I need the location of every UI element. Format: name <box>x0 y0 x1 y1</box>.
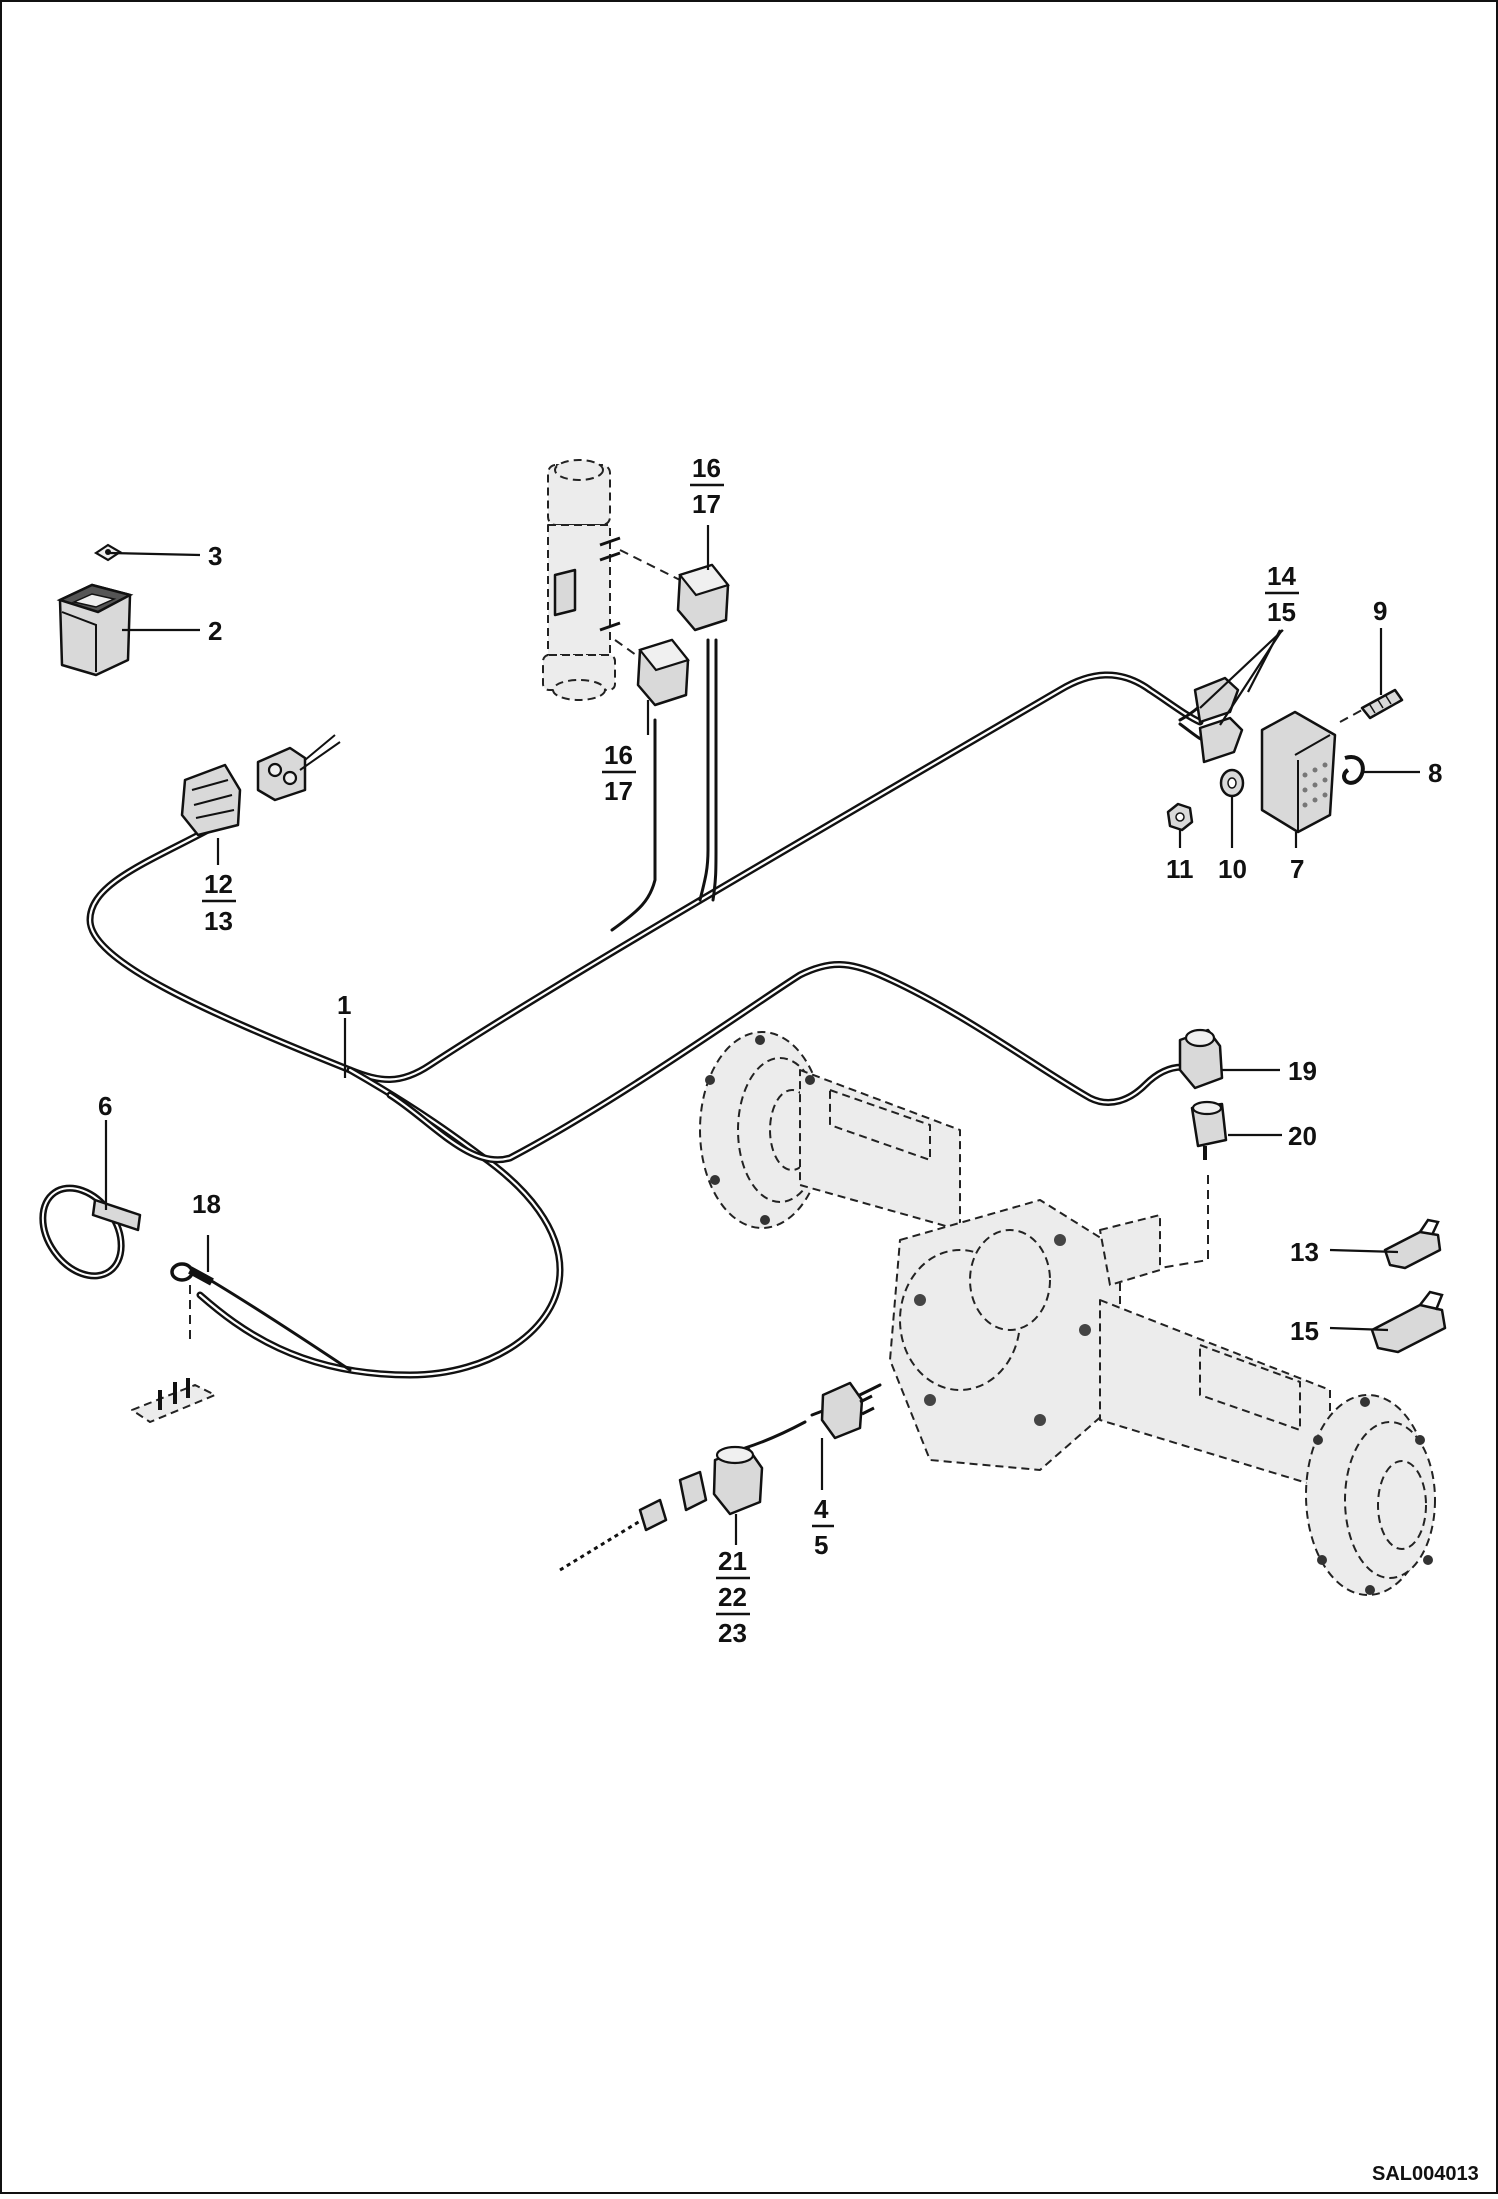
rocker-switch <box>56 583 134 677</box>
callout-8: 8 <box>1428 758 1442 788</box>
callout-10: 10 <box>1218 854 1247 884</box>
screw-part-9 <box>1339 688 1404 723</box>
callout-12: 12 <box>204 869 233 899</box>
harness-solenoid-branch-upper <box>698 638 710 902</box>
callout-14: 14 <box>1267 561 1296 591</box>
callout-16-top: 16 <box>692 453 721 483</box>
wire-to-part-18 <box>208 1278 352 1372</box>
nut-part-11 <box>1166 802 1194 832</box>
washer-part-10 <box>1219 768 1245 798</box>
left-axle-tube-plate <box>829 1089 931 1161</box>
callout-17-top: 17 <box>692 489 721 519</box>
harness-main-branch <box>86 671 1204 1083</box>
wiring-harness <box>86 638 1210 1572</box>
callout-20: 20 <box>1288 1121 1317 1151</box>
clip-part-13 <box>1383 1218 1442 1270</box>
callout-2: 2 <box>208 616 222 646</box>
callout-labels: 3 2 12 13 16 17 16 17 14 15 9 8 7 10 11 … <box>98 453 1479 2185</box>
input-flange <box>1099 1214 1161 1286</box>
right-axle-hub-center <box>1377 1460 1427 1550</box>
leader-lines <box>104 525 1420 1545</box>
callout-15: 15 <box>1290 1316 1319 1346</box>
speed-sensor-4-5 <box>820 1381 875 1440</box>
callout-16-bottom: 16 <box>604 740 633 770</box>
callout-7: 7 <box>1290 854 1304 884</box>
probe-wire <box>559 1513 651 1572</box>
right-axle-tube-plate <box>1199 1344 1301 1431</box>
callout-21: 21 <box>718 1546 747 1576</box>
sensor-connector-19 <box>1178 1028 1224 1090</box>
differential-boss <box>969 1229 1051 1331</box>
connector-14-15 <box>1193 676 1244 764</box>
relay-module <box>1260 710 1337 834</box>
sensor-part-20 <box>1159 1100 1228 1269</box>
callout-13: 13 <box>1290 1237 1319 1267</box>
ring-terminal-part-18 <box>131 1262 216 1423</box>
sensor-plug-21-22-23 <box>638 1445 764 1532</box>
clip-part-15 <box>1370 1290 1447 1354</box>
harness-connector-12-13 <box>180 734 341 837</box>
callout-17-bottom: 17 <box>604 776 633 806</box>
left-axle-tube <box>799 1069 961 1231</box>
callout-22: 22 <box>718 1582 747 1612</box>
callout-6: 6 <box>98 1091 112 1121</box>
callout-3: 3 <box>208 541 222 571</box>
callout-19: 19 <box>1288 1056 1317 1086</box>
solenoid-connector-16-17-upper <box>676 563 730 632</box>
harness-lower-loop <box>196 1066 564 1379</box>
document-id: SAL004013 <box>1372 2163 1479 2185</box>
callout-4: 4 <box>814 1494 829 1524</box>
clip-part-8 <box>1342 755 1365 785</box>
callout-1: 1 <box>337 990 351 1020</box>
callout-15-sub: 15 <box>1267 597 1296 627</box>
callout-13-sub: 13 <box>204 906 233 936</box>
callout-9: 9 <box>1373 596 1387 626</box>
switch-symbol-cap <box>93 543 123 562</box>
solenoid-valve <box>542 459 681 701</box>
harness-solenoid-branch-lower <box>610 718 657 932</box>
rear-axle <box>699 1031 1436 1596</box>
callout-5-sub: 5 <box>814 1530 828 1560</box>
cable-tie-part-6 <box>39 1184 142 1280</box>
callout-18: 18 <box>192 1189 221 1219</box>
callout-23: 23 <box>718 1618 747 1648</box>
callout-11: 11 <box>1166 854 1194 884</box>
solenoid-connector-16-17-lower <box>636 638 690 707</box>
